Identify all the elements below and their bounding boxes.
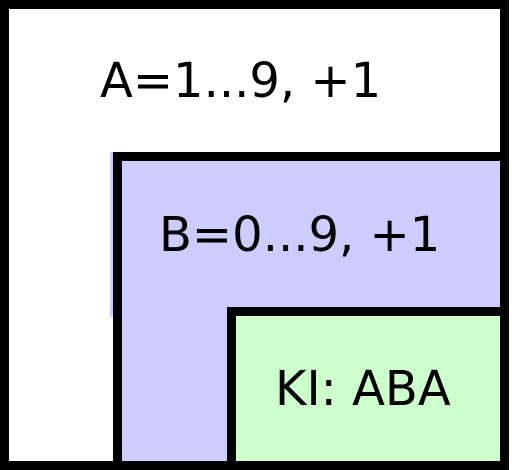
inner-block-label: KI: ABA bbox=[275, 361, 451, 417]
middle-loop-label: B=0...9, +1 bbox=[159, 207, 441, 263]
inner-block-box bbox=[227, 307, 509, 470]
outer-loop-label: A=1...9, +1 bbox=[100, 53, 382, 109]
